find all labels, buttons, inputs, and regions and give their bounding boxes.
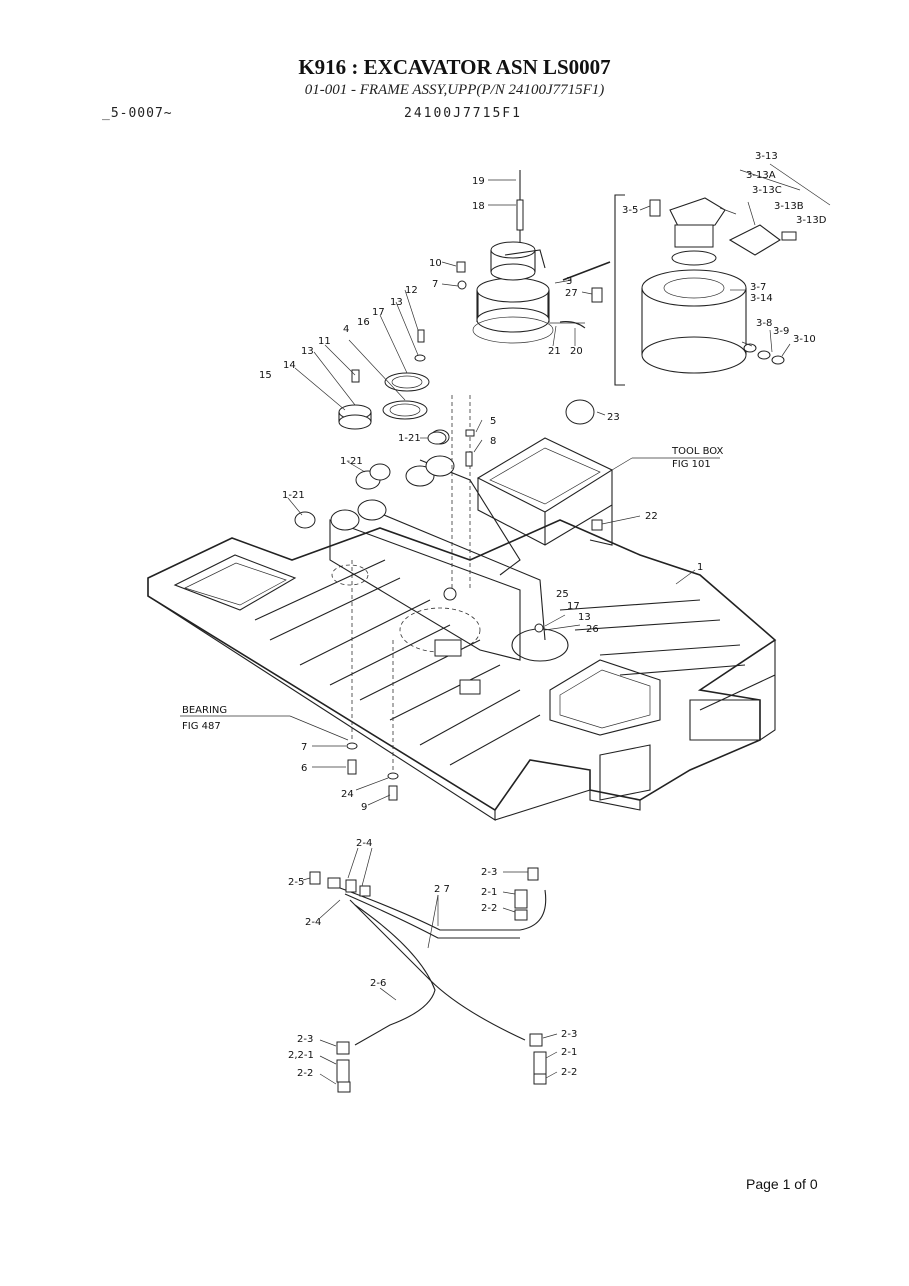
callout-25: 25 (556, 589, 569, 600)
callout-3-14: 3-14 (750, 293, 773, 304)
callout-3-13a: 3-13A (746, 170, 776, 181)
callout-20: 20 (570, 346, 583, 357)
callout-3-8: 3-8 (756, 318, 772, 329)
drawing-part-number: 24100J7715F1 (404, 106, 522, 121)
callout-13-lower: 13 (578, 612, 591, 623)
callout-2-3-right-bottom: 2-3 (561, 1029, 577, 1040)
callout-1-21-left: 1-21 (282, 490, 305, 501)
toolbox-label: TOOL BOX (671, 446, 724, 457)
callout-7-lower: 7 (301, 742, 307, 753)
callout-2-1-right-bottom: 2-1 (561, 1047, 577, 1058)
callout-9: 9 (361, 802, 367, 813)
callout-26: 26 (586, 624, 599, 635)
callout-10: 10 (429, 258, 442, 269)
callout-6: 6 (301, 763, 307, 774)
callout-2-2-right-bottom: 2-2 (561, 1067, 577, 1078)
callout-23: 23 (607, 412, 620, 423)
page-title: K916 : EXCAVATOR ASN LS0007 (298, 55, 611, 79)
callout-3: 3 (566, 276, 572, 287)
callout-2-6: 2-6 (370, 978, 386, 989)
upper-frame (147, 429, 777, 822)
leader-lines (287, 163, 831, 1085)
callout-15: 15 (259, 370, 272, 381)
swing-motor (451, 170, 603, 590)
callout-17-upper: 17 (372, 307, 385, 318)
callout-3-10: 3-10 (793, 334, 816, 345)
bearing-fig: FIG 487 (182, 721, 221, 732)
callout-1-21-top: 1-21 (398, 433, 421, 444)
tool-box (476, 437, 720, 546)
callout-2-2-left: 2-2 (297, 1068, 313, 1079)
callout-13-upper: 13 (390, 297, 403, 308)
callout-8: 8 (490, 436, 496, 447)
callout-2-7: 2 7 (434, 884, 450, 895)
callout-24: 24 (341, 789, 354, 800)
callout-18: 18 (472, 201, 485, 212)
callout-19: 19 (472, 176, 485, 187)
callout-2-4-bottom: 2-4 (305, 917, 321, 928)
page-subtitle: 01-001 - FRAME ASSY,UPP(P/N 24100J7715F1… (304, 82, 605, 98)
page-number: Page 1 of 0 (746, 1176, 818, 1192)
callout-3-13d: 3-13D (796, 215, 827, 226)
callout-3-5: 3-5 (622, 205, 638, 216)
callout-11: 11 (318, 336, 331, 347)
callout-3-13: 3-13 (755, 151, 778, 162)
callout-16: 16 (357, 317, 370, 328)
callout-2-4-top: 2-4 (356, 838, 372, 849)
callout-5: 5 (490, 416, 496, 427)
hose-assembly (309, 867, 547, 1093)
callout-21: 21 (548, 346, 561, 357)
bearing-seals (338, 329, 603, 531)
bearing-label: BEARING (182, 705, 227, 716)
callout-1: 1 (697, 562, 703, 573)
callout-13-mid: 13 (301, 346, 314, 357)
callout-7-upper: 7 (432, 279, 438, 290)
callout-2-2-right-top: 2-2 (481, 903, 497, 914)
callout-labels: 19 18 10 7 12 13 17 16 4 11 13 14 15 1-2… (182, 151, 827, 1079)
swing-motor-detail (562, 194, 797, 386)
callout-2-3-right-top: 2-3 (481, 867, 497, 878)
callout-12: 12 (405, 285, 418, 296)
callout-14: 14 (283, 360, 296, 371)
toolbox-fig: FIG 101 (672, 459, 711, 470)
callout-2-1-right-top: 2-1 (481, 887, 497, 898)
callout-3-13b: 3-13B (774, 201, 804, 212)
serial-range: _5-0007~ (102, 106, 173, 121)
callout-3-9: 3-9 (773, 326, 789, 337)
callout-17-lower: 17 (567, 601, 580, 612)
lower-bolts (180, 560, 399, 801)
callout-3-7: 3-7 (750, 282, 766, 293)
callout-22: 22 (645, 511, 658, 522)
callout-1-21-mid: 1-21 (340, 456, 363, 467)
callout-2-2-1: 2,2-1 (288, 1050, 314, 1061)
callout-2-3-left: 2-3 (297, 1034, 313, 1045)
callout-27: 27 (565, 288, 578, 299)
callout-3-13c: 3-13C (752, 185, 782, 196)
callout-2-5: 2-5 (288, 877, 304, 888)
callout-4: 4 (343, 324, 349, 335)
